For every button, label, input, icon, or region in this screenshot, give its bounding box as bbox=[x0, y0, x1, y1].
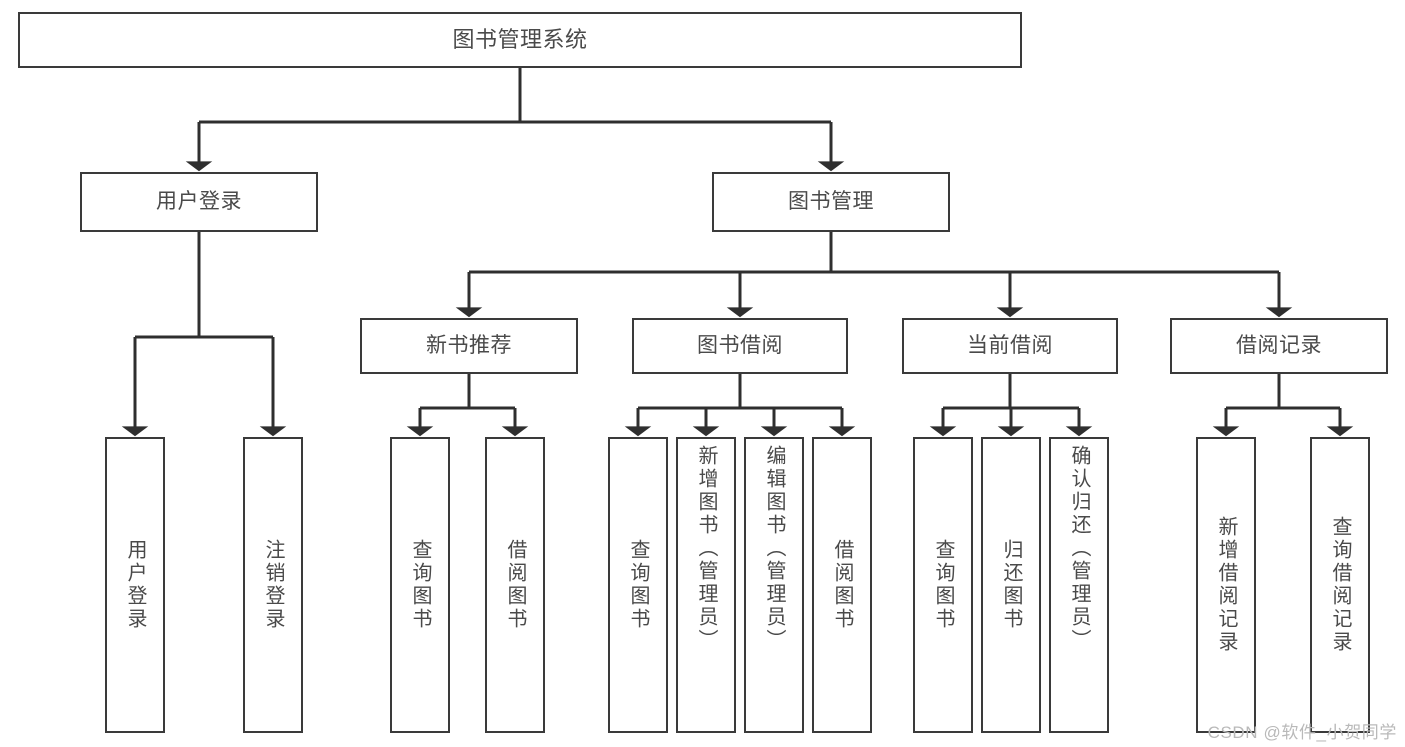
node-borrow-record-label: 借阅记录 bbox=[1236, 334, 1322, 358]
node-leaf-query-book-1-label: 查询图书 bbox=[409, 539, 431, 631]
node-leaf-query-book-1[interactable]: 查询图书 bbox=[390, 437, 450, 733]
node-leaf-add-book-label: 新增图书（管理员） bbox=[695, 445, 717, 652]
node-leaf-confirm-return-label: 确认归还（管理员） bbox=[1068, 445, 1090, 652]
node-leaf-query-record-label: 查询借阅记录 bbox=[1329, 516, 1351, 654]
node-leaf-edit-book[interactable]: 编辑图书（管理员） bbox=[744, 437, 804, 733]
node-leaf-add-record[interactable]: 新增借阅记录 bbox=[1196, 437, 1256, 733]
node-user-login[interactable]: 用户登录 bbox=[80, 172, 318, 232]
node-leaf-add-book[interactable]: 新增图书（管理员） bbox=[676, 437, 736, 733]
node-book-borrow-label: 图书借阅 bbox=[697, 334, 783, 358]
node-leaf-query-book-3-label: 查询图书 bbox=[932, 539, 954, 631]
node-leaf-user-login[interactable]: 用户登录 bbox=[105, 437, 165, 733]
node-leaf-borrow-book-1[interactable]: 借阅图书 bbox=[485, 437, 545, 733]
node-leaf-query-book-2-label: 查询图书 bbox=[627, 539, 649, 631]
node-leaf-borrow-book-1-label: 借阅图书 bbox=[504, 539, 526, 631]
node-leaf-query-book-2[interactable]: 查询图书 bbox=[608, 437, 668, 733]
node-leaf-query-book-3[interactable]: 查询图书 bbox=[913, 437, 973, 733]
watermark: CSDN @软件_小贺同学 bbox=[1207, 723, 1397, 742]
node-new-book-rec[interactable]: 新书推荐 bbox=[360, 318, 578, 374]
node-leaf-add-record-label: 新增借阅记录 bbox=[1215, 516, 1237, 654]
node-leaf-user-login-label: 用户登录 bbox=[124, 539, 146, 631]
node-root-label: 图书管理系统 bbox=[452, 26, 588, 52]
node-leaf-borrow-book-2-label: 借阅图书 bbox=[831, 539, 853, 631]
node-current-borrow-label: 当前借阅 bbox=[967, 334, 1053, 358]
node-current-borrow[interactable]: 当前借阅 bbox=[902, 318, 1118, 374]
node-leaf-borrow-book-2[interactable]: 借阅图书 bbox=[812, 437, 872, 733]
node-book-borrow[interactable]: 图书借阅 bbox=[632, 318, 848, 374]
node-book-manage-label: 图书管理 bbox=[788, 190, 874, 214]
node-leaf-edit-book-label: 编辑图书（管理员） bbox=[763, 445, 785, 652]
node-root[interactable]: 图书管理系统 bbox=[18, 12, 1022, 68]
node-leaf-return-book-label: 归还图书 bbox=[1000, 539, 1022, 631]
node-leaf-logout[interactable]: 注销登录 bbox=[243, 437, 303, 733]
node-book-manage[interactable]: 图书管理 bbox=[712, 172, 950, 232]
node-leaf-confirm-return[interactable]: 确认归还（管理员） bbox=[1049, 437, 1109, 733]
node-leaf-logout-label: 注销登录 bbox=[262, 539, 284, 631]
node-borrow-record[interactable]: 借阅记录 bbox=[1170, 318, 1388, 374]
node-leaf-return-book[interactable]: 归还图书 bbox=[981, 437, 1041, 733]
node-user-login-label: 用户登录 bbox=[156, 190, 242, 214]
node-new-book-rec-label: 新书推荐 bbox=[426, 334, 512, 358]
node-leaf-query-record[interactable]: 查询借阅记录 bbox=[1310, 437, 1370, 733]
